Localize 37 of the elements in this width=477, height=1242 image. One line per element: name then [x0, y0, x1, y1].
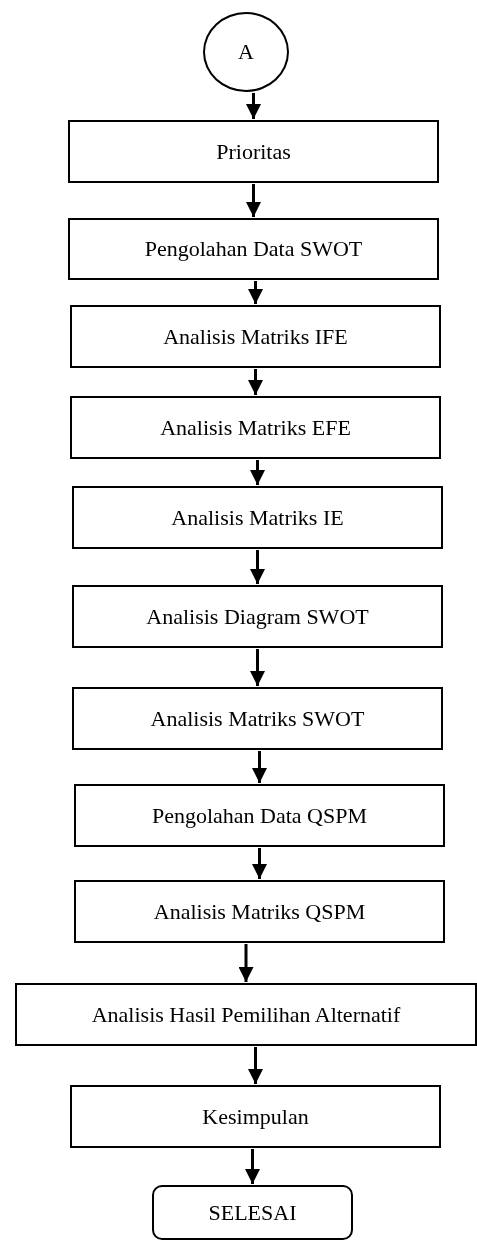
- arrow: [248, 369, 263, 395]
- arrow: [250, 550, 265, 584]
- terminal-box: [152, 1185, 353, 1240]
- arrow: [238, 944, 254, 982]
- node-label: Pengolahan Data SWOT: [144, 236, 363, 262]
- node-label: Prioritas: [216, 138, 291, 165]
- process-box: [70, 305, 441, 368]
- node-label: Analisis Hasil Pemilihan Alternatif: [91, 1001, 401, 1028]
- node-label: Analisis Matriks SWOT: [150, 705, 365, 732]
- arrow: [250, 649, 265, 686]
- process-box: [72, 585, 443, 648]
- node-label: Analisis Matriks IE: [171, 504, 344, 531]
- arrow: [250, 460, 265, 485]
- node-label: Analisis Matriks IFE: [163, 323, 348, 350]
- process-box: [68, 120, 439, 183]
- arrow: [245, 1149, 260, 1184]
- node-label: SELESAI: [208, 1199, 297, 1226]
- node-label: Analisis Matriks EFE: [160, 414, 351, 441]
- node-label: Analisis Diagram SWOT: [146, 603, 369, 630]
- process-box: [15, 983, 477, 1046]
- process-box: [72, 486, 443, 549]
- process-box: [72, 687, 443, 750]
- process-box: [68, 218, 439, 280]
- arrow: [246, 93, 261, 119]
- arrow: [246, 184, 261, 217]
- process-box: [70, 396, 441, 459]
- node-label: Kesimpulan: [202, 1103, 309, 1130]
- node-label: Pengolahan Data QSPM: [151, 802, 368, 829]
- arrow: [252, 848, 267, 879]
- node-label: A: [238, 39, 254, 65]
- process-box: [74, 784, 445, 847]
- node-label: Analisis Matriks QSPM: [153, 898, 366, 925]
- arrow: [248, 281, 263, 304]
- process-box: [74, 880, 445, 943]
- arrow: [252, 751, 267, 783]
- process-box: [70, 1085, 441, 1148]
- arrow: [248, 1047, 263, 1084]
